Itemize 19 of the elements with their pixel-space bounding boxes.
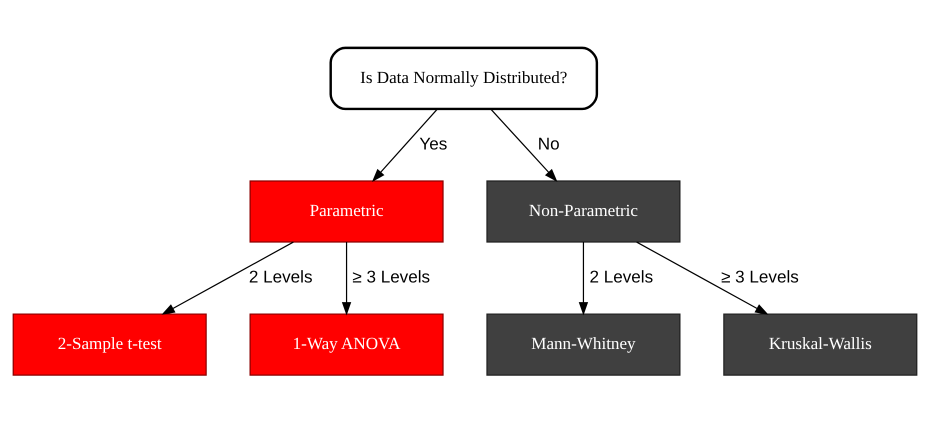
edge-label: No bbox=[538, 134, 560, 154]
edge-label: 2 Levels bbox=[248, 268, 312, 287]
node-box: Kruskal-Wallis bbox=[723, 313, 918, 376]
arrow bbox=[636, 242, 769, 315]
arrow bbox=[372, 108, 438, 182]
arrow bbox=[578, 242, 588, 316]
arrow bbox=[490, 108, 558, 182]
edge-label: ≥ 3 Levels bbox=[721, 268, 799, 287]
node-box: Parametric bbox=[249, 180, 444, 243]
node-box: 1-Way ANOVA bbox=[249, 313, 444, 376]
arrow bbox=[161, 242, 294, 315]
arrow bbox=[342, 242, 352, 316]
node-box: Mann-Whitney bbox=[486, 313, 680, 376]
node-box: Is Data Normally Distributed? bbox=[329, 46, 598, 110]
edge-label: ≥ 3 Levels bbox=[352, 268, 430, 287]
edge-label: Yes bbox=[419, 134, 448, 154]
node-box: 2-Sample t-test bbox=[12, 313, 207, 376]
edge-label: 2 Levels bbox=[590, 268, 654, 287]
node-box: Non-Parametric bbox=[486, 180, 680, 243]
